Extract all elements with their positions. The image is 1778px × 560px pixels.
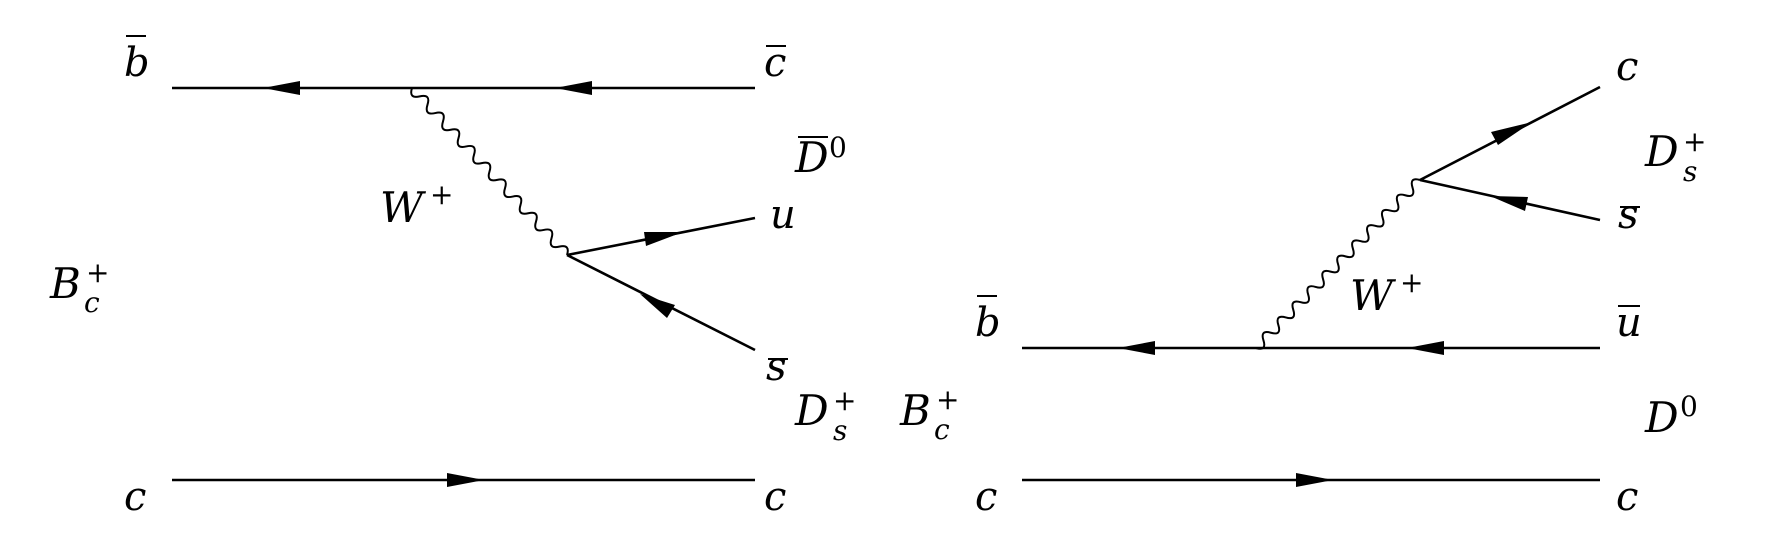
right-bottom-arrow bbox=[1296, 473, 1333, 487]
right-label-Bc: B bbox=[899, 386, 931, 435]
right-label-D0: D bbox=[1644, 393, 1679, 442]
right-label-Bc-sup: + bbox=[936, 383, 959, 416]
left-label-Ds: D bbox=[794, 386, 829, 435]
right-label-c-in: c bbox=[975, 474, 997, 520]
left-label-c-out: c bbox=[764, 474, 786, 520]
left-label-Bc-sup: + bbox=[86, 256, 109, 289]
right-label-W: W bbox=[1350, 271, 1397, 320]
right-label-Ds-sub: s bbox=[1683, 155, 1697, 188]
right-label-c-out: c bbox=[1616, 474, 1638, 520]
left-label-u: u bbox=[770, 192, 796, 238]
left-bottom-arrow bbox=[447, 473, 484, 487]
left-label-c-bar: c bbox=[764, 40, 786, 86]
left-diagram: b c D 0 W + u B c + s D s + c c bbox=[49, 35, 856, 520]
right-label-Ds-sup: + bbox=[1683, 125, 1706, 158]
right-label-W-sup: + bbox=[1400, 266, 1423, 299]
left-top-arrow-1 bbox=[263, 81, 300, 95]
right-sbar-arrow bbox=[1490, 196, 1528, 211]
right-label-Bc-sub: c bbox=[934, 413, 950, 446]
left-label-Bc: B bbox=[49, 259, 81, 308]
right-label-Ds: D bbox=[1644, 127, 1679, 176]
left-label-c-in: c bbox=[124, 474, 146, 520]
right-label-b-bar: b bbox=[975, 300, 1001, 346]
right-top-arrow-2 bbox=[1407, 341, 1444, 355]
left-top-arrow-2 bbox=[555, 81, 592, 95]
left-u-arrow bbox=[644, 232, 683, 246]
right-label-c: c bbox=[1616, 44, 1638, 90]
right-label-D0-sup: 0 bbox=[1680, 390, 1698, 423]
left-label-b-bar: b bbox=[124, 40, 150, 86]
right-top-arrow-1 bbox=[1118, 341, 1155, 355]
left-label-Bc-sub: c bbox=[84, 286, 100, 319]
left-label-s-bar: s bbox=[766, 344, 787, 390]
left-label-Ds-sup: + bbox=[833, 384, 856, 417]
right-c-arrow bbox=[1491, 122, 1532, 145]
left-label-D0-bar-sup: 0 bbox=[829, 131, 847, 164]
right-label-u-bar: u bbox=[1616, 300, 1642, 346]
left-label-Ds-sub: s bbox=[833, 414, 847, 447]
right-w-boson-line bbox=[1255, 178, 1421, 350]
left-sbar-arrow bbox=[640, 294, 675, 318]
left-label-W-sup: + bbox=[430, 178, 453, 211]
left-label-D0-bar: D bbox=[794, 133, 829, 182]
right-label-s-bar: s bbox=[1618, 192, 1639, 238]
right-diagram: c D s + s W + b u B c + D 0 c c bbox=[899, 44, 1706, 520]
left-label-W: W bbox=[380, 183, 427, 232]
left-w-boson-line bbox=[410, 87, 569, 256]
